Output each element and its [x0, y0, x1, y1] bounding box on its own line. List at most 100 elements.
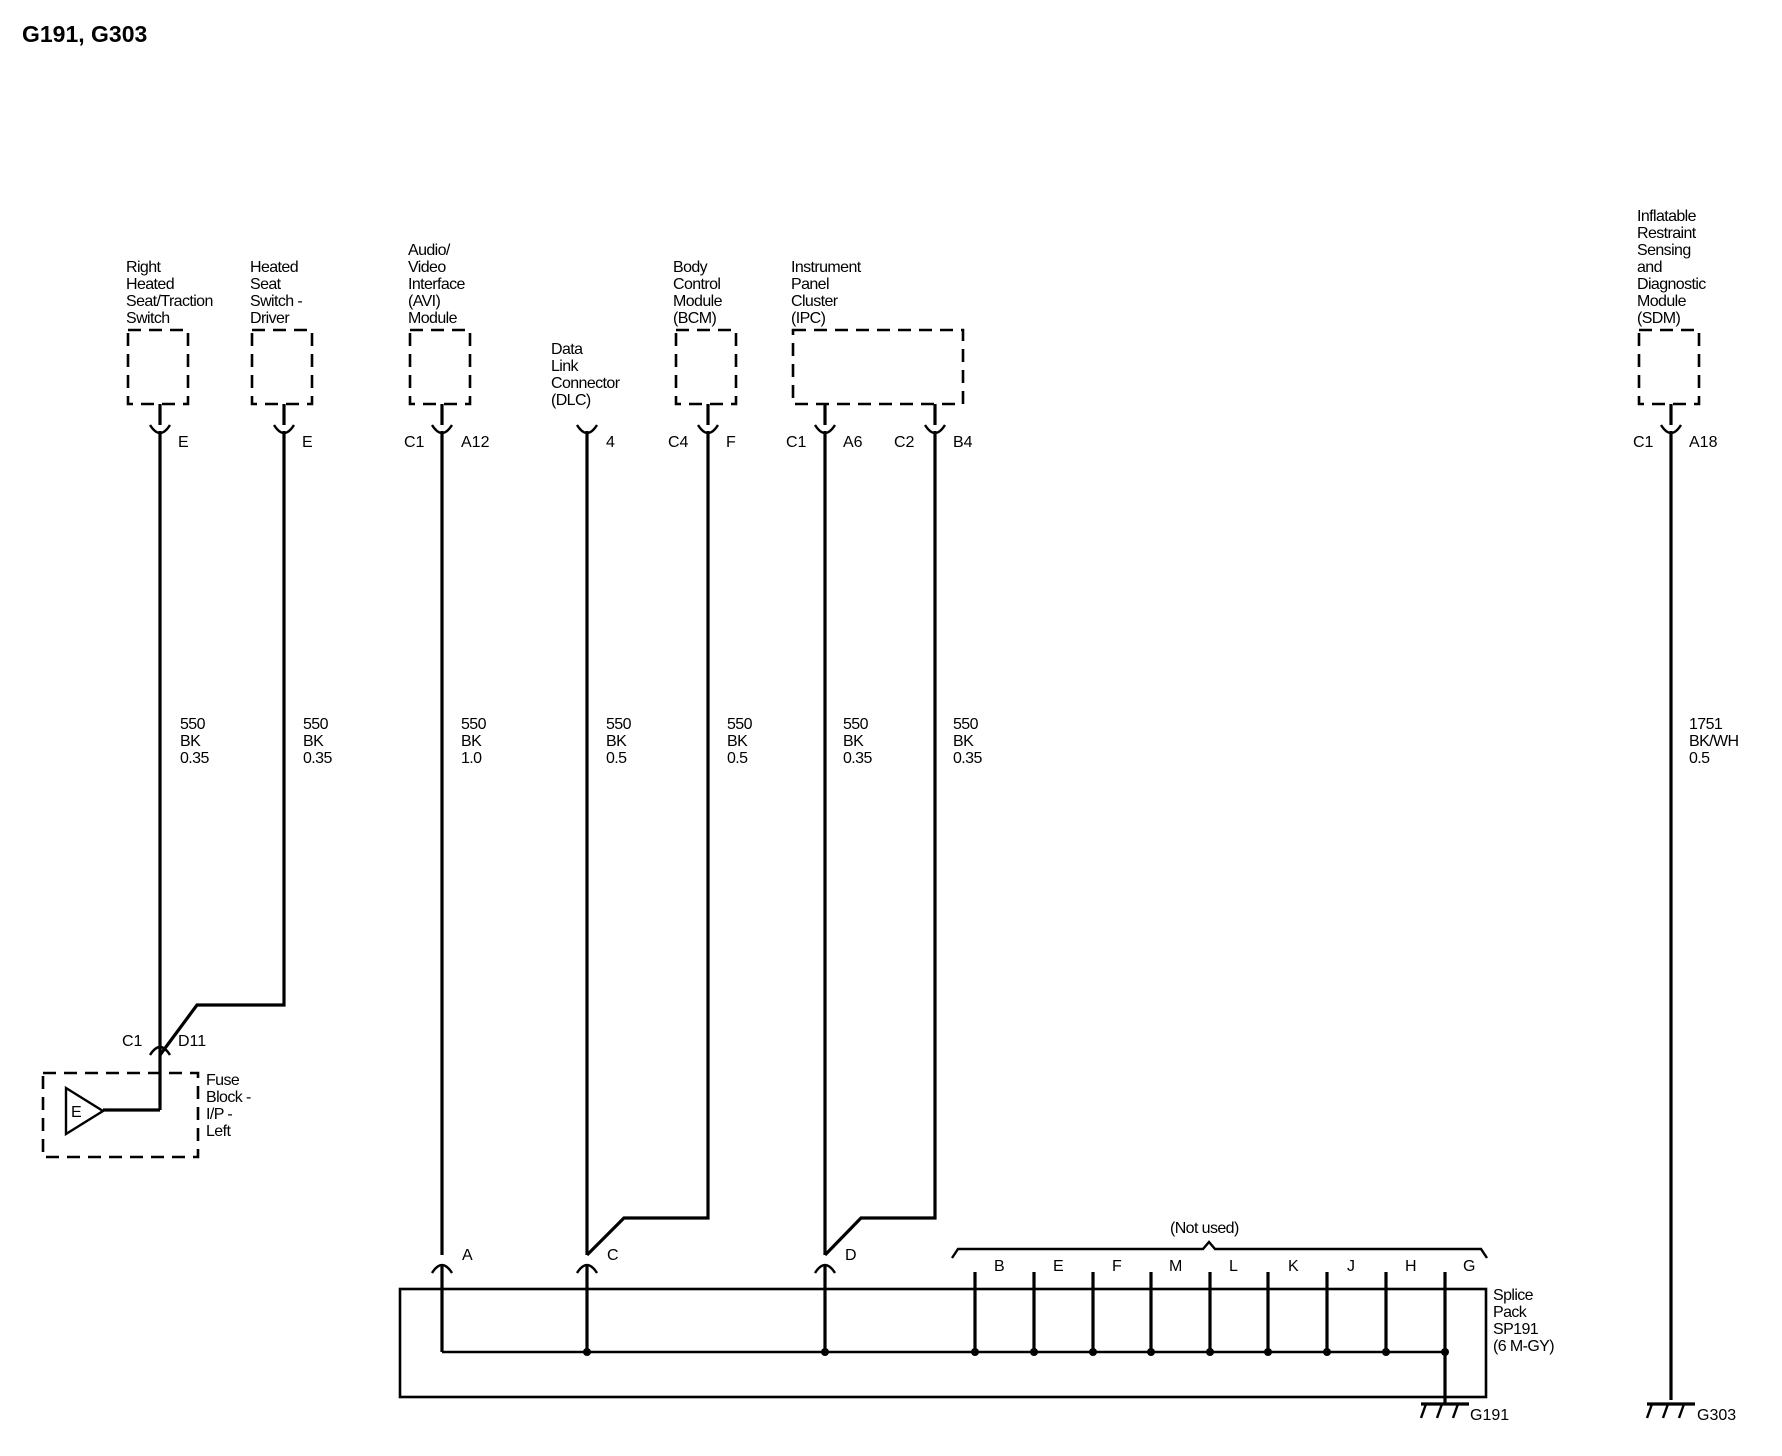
pin-label: H — [1405, 1258, 1417, 1275]
page-title: G191, G303 — [22, 21, 147, 47]
fuse-block-label: Fuse — [206, 1072, 240, 1089]
avi-module-label: Audio/ Video Interface (AVI) Module — [408, 242, 466, 327]
label-line: Audio/ — [408, 242, 451, 259]
circuit-number: 550 — [953, 716, 979, 733]
label-line: Interface — [408, 276, 466, 293]
ground-bus-triangle — [64, 1085, 106, 1137]
label-line: (IPC) — [791, 310, 826, 327]
ipc-box — [791, 328, 965, 406]
label-line: and — [1637, 259, 1662, 276]
wire-label-5: 550 BK 0.5 — [727, 716, 753, 767]
pin-label: D11 — [178, 1033, 206, 1050]
ground-hatch — [1677, 1403, 1686, 1419]
junction-dot — [971, 1348, 979, 1356]
pin-label: G — [1463, 1258, 1475, 1275]
label-line: Module — [673, 293, 723, 310]
ground-hatch — [1645, 1403, 1654, 1419]
circuit-number: 550 — [727, 716, 753, 733]
label-line: (BCM) — [673, 310, 716, 327]
pin-label: A — [462, 1247, 473, 1264]
wire-size: 1.0 — [461, 750, 482, 767]
label-line: (AVI) — [408, 293, 441, 310]
label-line: (DLC) — [551, 392, 591, 409]
label-line: Seat — [250, 276, 282, 293]
pin-label: F — [726, 434, 736, 451]
ground-hatch — [1451, 1403, 1460, 1419]
label-line: Module — [408, 310, 458, 327]
wire-color: BK — [727, 733, 748, 750]
splice-pack-label: SP191 — [1493, 1321, 1539, 1338]
fuse-block-label: Left — [206, 1123, 231, 1140]
pin-label: A12 — [461, 434, 490, 451]
wire-color: BK — [606, 733, 627, 750]
circuit-number: 550 — [180, 716, 206, 733]
circuit-number: 1751 — [1689, 716, 1723, 733]
label-line: Switch — [126, 310, 170, 327]
wire-size: 0.35 — [303, 750, 332, 767]
wire-size: 0.5 — [1689, 750, 1710, 767]
splice-pack-label: Pack — [1493, 1304, 1528, 1321]
pin-label: C2 — [894, 434, 915, 451]
wire-hsd — [158, 431, 286, 1056]
ground-hatch — [1419, 1403, 1428, 1419]
pin-label: C — [607, 1247, 619, 1264]
label-line: (SDM) — [1637, 310, 1680, 327]
circuit-number: 550 — [606, 716, 632, 733]
wire-bcm — [585, 431, 710, 1257]
fuse-block-label: I/P - — [206, 1106, 232, 1123]
label-line: Sensing — [1637, 242, 1691, 259]
wires — [158, 431, 1673, 1400]
label-line: Right — [126, 259, 162, 276]
label-line: Heated — [250, 259, 298, 276]
junction-dot — [583, 1348, 591, 1356]
circuit-number: 550 — [843, 716, 869, 733]
splice-pack-label: (6 M-GY) — [1493, 1338, 1554, 1355]
splice-pack: A C D B E F M L K J H G (Not used) — [398, 1220, 1555, 1404]
pin-label: B4 — [953, 434, 973, 451]
fuse-block-box — [41, 1071, 200, 1159]
dlc-label: Data Link Connector (DLC) — [551, 341, 621, 409]
junction-dot — [1147, 1348, 1155, 1356]
avi-module-box — [408, 328, 472, 406]
ground-g303: G303 — [1645, 1402, 1736, 1424]
pin-label: E — [302, 434, 313, 451]
label-line: Driver — [250, 310, 290, 327]
pin-label: 4 — [606, 434, 615, 451]
label-line: Heated — [126, 276, 174, 293]
pin-label: M — [1169, 1258, 1182, 1275]
top-connectors — [148, 404, 1683, 435]
not-used-bracket — [951, 1240, 1488, 1259]
ground-g191: G191 — [1419, 1402, 1509, 1424]
bcm-label: Body Control Module (BCM) — [673, 259, 723, 327]
right-heated-seat-switch-label: Right Heated Seat/Traction Switch — [126, 259, 213, 327]
pin-label: D — [845, 1247, 857, 1264]
pin-label: A18 — [1689, 434, 1718, 451]
label-line: Restraint — [1637, 225, 1697, 242]
ground-hatch — [1435, 1403, 1444, 1419]
pin-label: L — [1229, 1258, 1238, 1275]
wire-label-1: 550 BK 0.35 — [180, 716, 210, 767]
bcm-box — [674, 328, 738, 406]
fuse-block-label: Block - — [206, 1089, 251, 1106]
wire-label-6: 550 BK 0.35 — [843, 716, 873, 767]
pin-label: C1 — [122, 1033, 143, 1050]
wire-size: 0.5 — [606, 750, 627, 767]
wire-color: BK — [303, 733, 324, 750]
label-line: Body — [673, 259, 708, 276]
ground-label: G191 — [1470, 1407, 1509, 1424]
label-line: Connector — [551, 375, 621, 392]
ground-bus-label: E — [71, 1104, 82, 1121]
not-used-label: (Not used) — [1170, 1220, 1239, 1237]
wire-color: BK — [843, 733, 864, 750]
label-line: Video — [408, 259, 446, 276]
junction-dot — [1030, 1348, 1038, 1356]
label-line: Module — [1637, 293, 1687, 310]
wire-color: BK — [953, 733, 974, 750]
wire-label-2: 550 BK 0.35 — [303, 716, 333, 767]
junction-dot — [1441, 1348, 1449, 1356]
wire-color: BK — [461, 733, 482, 750]
label-line: Inflatable — [1637, 208, 1697, 225]
wire-color: BK — [180, 733, 201, 750]
junction-dot — [821, 1348, 829, 1356]
ipc-label: Instrument Panel Cluster (IPC) — [791, 259, 862, 327]
